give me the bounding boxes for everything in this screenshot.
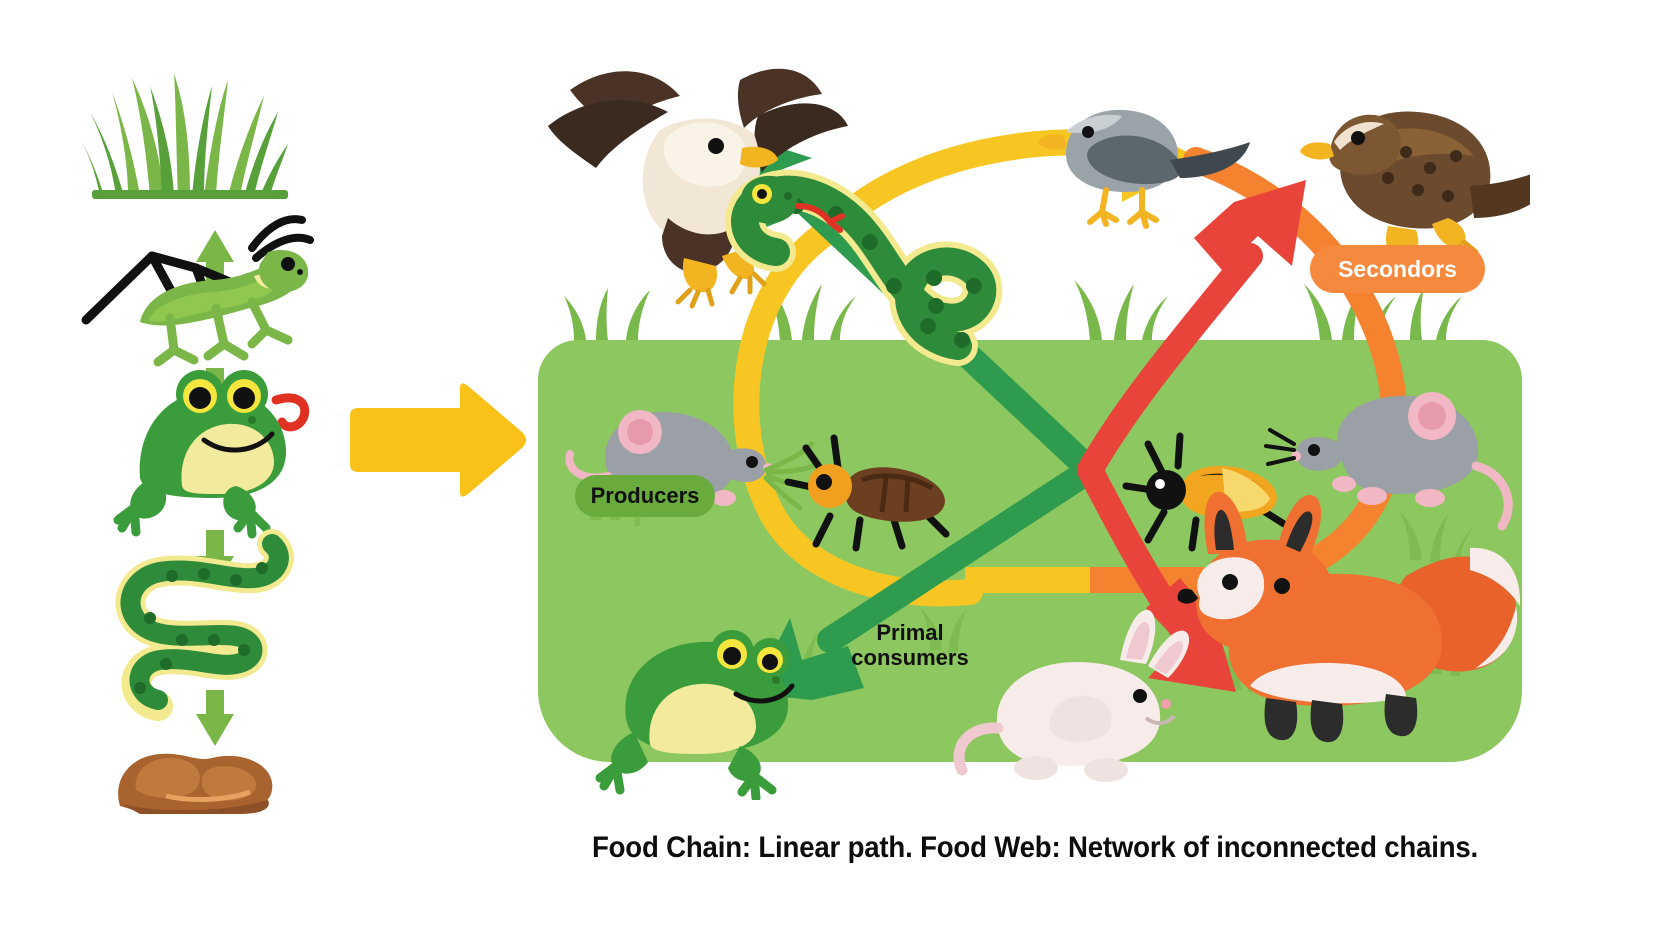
beetle-icon [1122, 432, 1288, 552]
label-secondors: Secondors [1310, 245, 1485, 293]
rabbit-icon [953, 609, 1190, 782]
transition-right-arrow-icon [340, 380, 530, 500]
food-chain-illustration [78, 74, 314, 814]
snake-icon [725, 169, 1003, 366]
frog-icon [595, 630, 795, 800]
arrow-down-icon [196, 690, 234, 746]
small-bird-icon [1038, 109, 1250, 229]
food-chain-column [0, 0, 340, 830]
mouse-icon [1264, 392, 1513, 531]
label-producers: Producers [575, 475, 715, 517]
beetle-icon [784, 434, 950, 552]
fox-icon [1177, 491, 1521, 743]
grass-icon [78, 74, 288, 199]
arrow-up-icon [196, 230, 234, 288]
soil-decomposer-icon [118, 753, 273, 814]
label-primal-line2: consumers [851, 645, 969, 671]
food-web-illustration [538, 68, 1530, 800]
red-diagonal-arrow-up [1077, 180, 1306, 483]
food-web-panel: Producers Secondors Primal consumers [530, 40, 1530, 800]
grasshopper-icon [81, 215, 314, 367]
snake-icon [115, 529, 294, 721]
arrow-down-icon [196, 530, 234, 588]
diagram-caption: Food Chain: Linear path. Food Web: Netwo… [591, 831, 1479, 864]
frog-icon [113, 370, 310, 539]
label-primal-line1: Primal [876, 620, 944, 645]
label-primal-consumers: Primal consumers [835, 620, 985, 671]
